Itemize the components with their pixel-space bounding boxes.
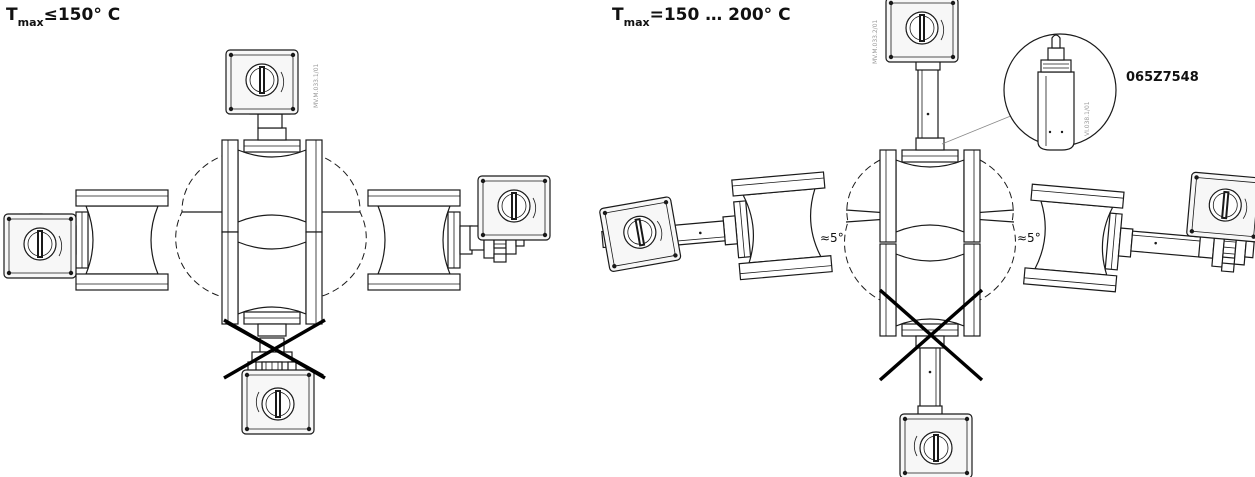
orientation-arc-left-2 [844,159,881,301]
valve-horizontal-right [367,175,551,291]
panel-2-title: Tmax=150 … 200° C [612,5,791,29]
accessory-detail: VI.038.1/01 [941,33,1117,151]
valve-upright [221,49,323,233]
heating-element-icon [1037,34,1075,151]
orientation-arc-left [175,153,241,301]
accessory-part-number: 065Z7548 [1126,70,1199,85]
drawing-code-2: MV.M.033.2/01 [872,19,879,64]
accessory-drawing-code: VI.038.1/01 [1084,101,1091,136]
tilt-angle-right: ≈5° [1017,231,1041,245]
accessory-leader-line [941,112,1019,145]
valve-upright-extended [879,0,981,243]
not-allowed-cross [223,318,326,380]
valve-inverted-extended [879,243,981,477]
valve-inverted [221,231,323,435]
not-allowed-cross-2 [878,288,984,382]
valve-tilted-right [1023,171,1255,294]
drawing-code-1: MV.M.033.1/01 [313,63,320,108]
panel-high-temperature: Tmax=150 … 200° C ≈5° ≈5° MV.M.033.2/01 [598,0,1255,477]
valve-horizontal-left [3,189,169,291]
panel-1-title: Tmax≤150° C [6,5,120,29]
panel-low-temperature: Tmax≤150° C MV.M.033.1/01 [3,5,551,435]
valve-tilted-left [598,171,833,282]
tilt-angle-left: ≈5° [820,231,844,245]
orientation-arc-right [299,153,367,301]
orientation-arc-right-2 [979,159,1016,301]
